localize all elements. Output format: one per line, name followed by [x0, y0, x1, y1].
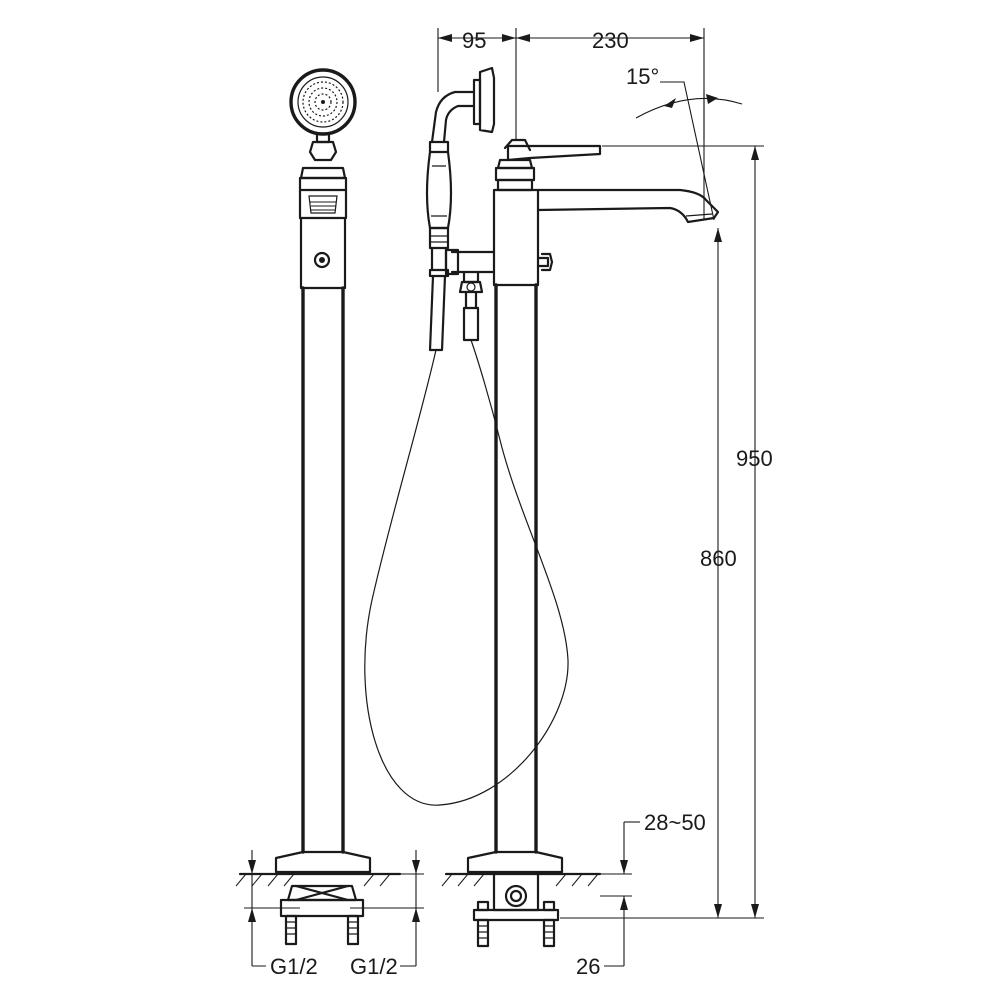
front-view [235, 68, 402, 946]
dim-g12-left: G1/2 [270, 954, 318, 979]
dim-230: 230 [592, 28, 629, 53]
dim-28-50: 28~50 [644, 810, 706, 835]
lever-handle [494, 138, 602, 192]
dim-g12-right: G1/2 [350, 954, 398, 979]
floor-hatch-right [441, 873, 599, 887]
dim-860: 860 [700, 546, 737, 571]
floor-hatch-left [235, 873, 391, 887]
hand-shower-head-front [289, 68, 357, 162]
dim-26: 26 [576, 954, 600, 979]
hand-shower-icon [425, 66, 496, 352]
dimension-lines [244, 28, 764, 967]
side-view [364, 66, 720, 948]
dim-95: 95 [462, 28, 486, 53]
dim-950: 950 [736, 446, 773, 471]
flexible-hose [364, 339, 569, 806]
dim-15-degree: 15° [626, 64, 659, 89]
spout [492, 188, 720, 287]
